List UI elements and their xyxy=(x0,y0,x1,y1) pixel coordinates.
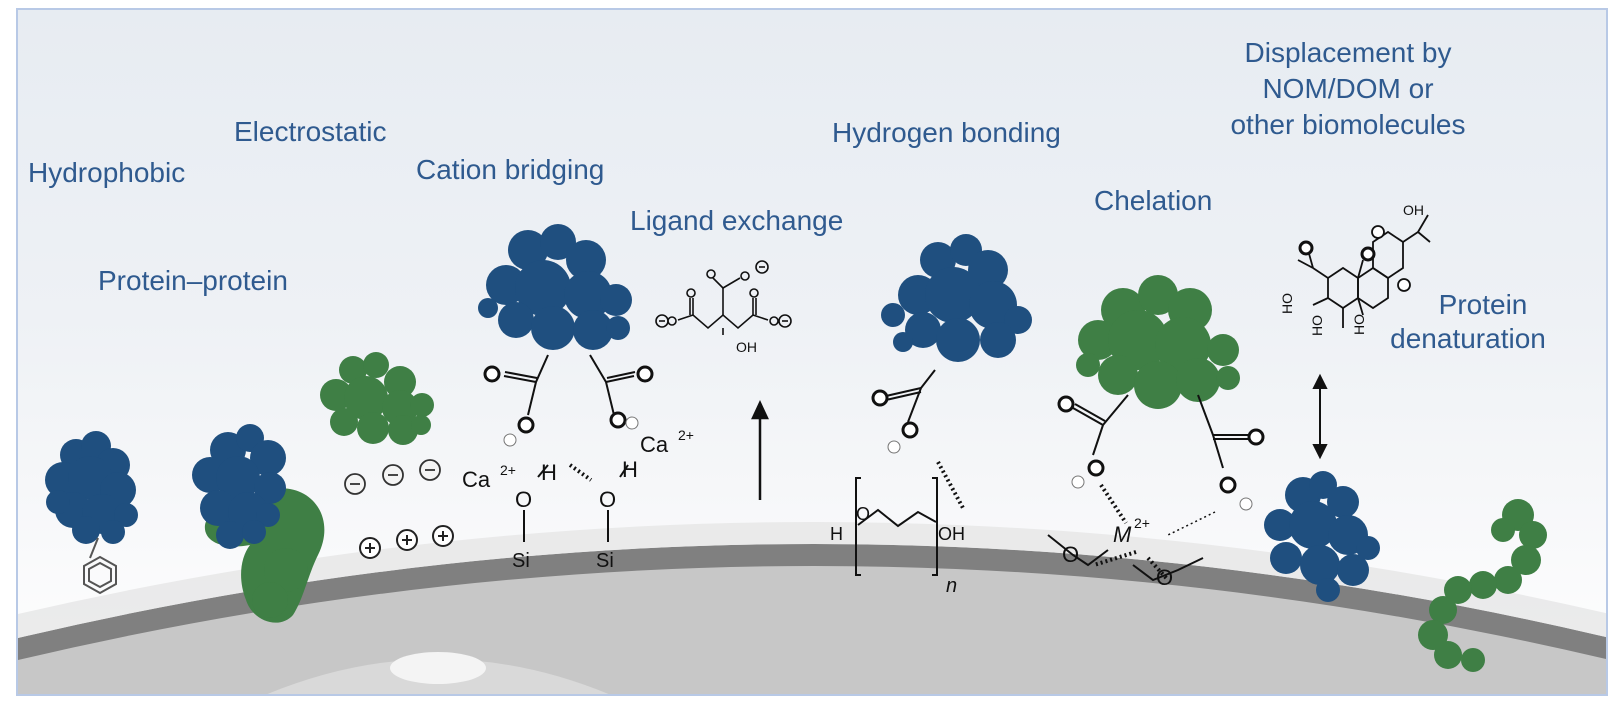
label-ligand-exchange: Ligand exchange xyxy=(630,205,844,236)
protein-protein-blue xyxy=(192,424,286,549)
benzene-ring xyxy=(83,537,117,595)
cation-bridging-protein xyxy=(478,224,632,350)
o-left-label: O xyxy=(515,487,532,512)
nom-dom-oxygens xyxy=(1298,225,1411,292)
o-right-label: O xyxy=(599,487,616,512)
label-hydrophobic: Hydrophobic xyxy=(28,157,186,188)
si-right-label: Si xyxy=(596,550,614,572)
chelation-protein xyxy=(1076,275,1240,409)
chelation-o-left: O xyxy=(1062,542,1079,567)
h-right-label: H xyxy=(622,457,638,482)
ligand-exchange-arrow xyxy=(751,400,769,500)
diagram-canvas: Ca 2+ Ca 2+ H H O O Si Si OH H O OH n M … xyxy=(18,202,1606,694)
metal-m-label: M xyxy=(1113,522,1132,547)
ca-right-label: Ca xyxy=(640,432,669,457)
silanol-bonds xyxy=(523,463,629,542)
cation-bridging-atoms xyxy=(483,365,654,447)
chelation-o-right: O xyxy=(1156,565,1173,590)
particle-surface xyxy=(18,522,1606,694)
h-left-label: H xyxy=(541,460,557,485)
chelation-atoms xyxy=(1057,395,1265,511)
peg-o-label: O xyxy=(856,504,870,524)
label-displacement-1: Displacement by xyxy=(1244,37,1452,68)
citrate-oh-label: OH xyxy=(736,339,757,355)
citrate-molecule xyxy=(655,260,792,335)
chelation-bonds xyxy=(1047,394,1248,582)
displacement-double-arrow xyxy=(1312,373,1328,460)
negative-charges xyxy=(344,459,441,495)
si-left-label: Si xyxy=(512,550,530,572)
electrostatic-protein xyxy=(320,352,434,445)
label-denaturation-1: Protein xyxy=(1438,289,1528,320)
denaturation-blue-protein xyxy=(1264,471,1380,602)
ca-left-charge: 2+ xyxy=(500,462,516,478)
cation-bridging-carboxylates xyxy=(503,354,636,416)
label-cation-bridging: Cation bridging xyxy=(416,154,605,185)
nom-ho-label-2: HO xyxy=(1309,315,1325,336)
label-protein-protein: Protein–protein xyxy=(98,265,288,296)
positive-charges xyxy=(359,525,454,559)
peg-h-label: H xyxy=(830,524,843,544)
hydrophobic-protein xyxy=(45,431,138,544)
label-chelation: Chelation xyxy=(1094,185,1213,216)
label-hydrogen-bonding: Hydrogen bonding xyxy=(832,117,1061,148)
label-displacement-3: other biomolecules xyxy=(1230,109,1466,140)
hydrogen-bonding-chain xyxy=(855,369,965,576)
label-electrostatic: Electrostatic xyxy=(234,116,387,147)
diagram-frame: Ca 2+ Ca 2+ H H O O Si Si OH H O OH n M … xyxy=(16,8,1608,696)
peg-n-label: n xyxy=(946,575,957,597)
metal-charge-label: 2+ xyxy=(1134,515,1150,531)
label-denaturation-2: denaturation xyxy=(1390,323,1546,354)
nom-oh-label: OH xyxy=(1403,202,1424,218)
hydrogen-bonding-atoms xyxy=(871,389,919,454)
ca-right-charge: 2+ xyxy=(678,427,694,443)
peg-oh-label: OH xyxy=(938,524,965,544)
nom-ho-label-1: HO xyxy=(1279,293,1295,314)
label-displacement-2: NOM/DOM or xyxy=(1262,73,1434,104)
hydrogen-bonding-protein xyxy=(881,234,1032,362)
denaturation-green-chain xyxy=(1418,499,1547,672)
ca-left-label: Ca xyxy=(462,467,491,492)
nom-ho-label-3: HO xyxy=(1351,314,1367,335)
